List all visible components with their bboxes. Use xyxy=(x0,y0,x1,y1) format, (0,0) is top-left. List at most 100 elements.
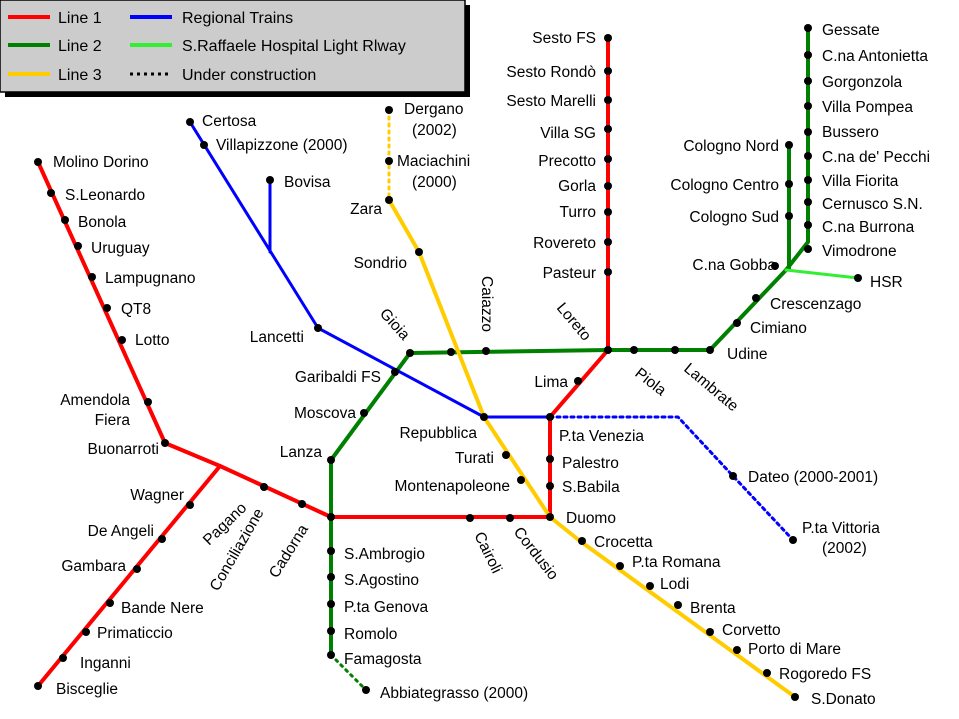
station-dot[interactable] xyxy=(604,346,612,354)
station-dot[interactable] xyxy=(771,262,779,270)
station-label-uruguay[interactable]: Uruguay xyxy=(91,240,150,257)
station-dot[interactable] xyxy=(385,157,393,165)
station-label-gorgonzola[interactable]: Gorgonzola xyxy=(822,74,903,91)
station-label-turro[interactable]: Turro xyxy=(560,204,596,221)
station-label-brenta[interactable]: Brenta xyxy=(690,600,736,617)
station-dot[interactable] xyxy=(604,238,612,246)
station-dot[interactable] xyxy=(785,141,793,149)
station-dot[interactable] xyxy=(804,77,812,85)
station-label-piola[interactable]: Piola xyxy=(632,365,670,400)
station-label-maciachini[interactable]: Maciachini xyxy=(397,153,470,170)
station-dot[interactable] xyxy=(158,535,166,543)
station-label-wagner[interactable]: Wagner xyxy=(130,487,184,504)
station-label-caiazzo[interactable]: Caiazzo xyxy=(478,276,495,332)
station-label-cna-antonietta[interactable]: C.na Antonietta xyxy=(822,48,928,65)
station-dot[interactable] xyxy=(854,274,862,282)
station-dot[interactable] xyxy=(385,196,393,204)
station-label-sbabila[interactable]: S.Babila xyxy=(562,479,620,496)
station-label-abbiategrasso[interactable]: Abbiategrasso (2000) xyxy=(380,685,528,702)
station-label-famagosta[interactable]: Famagosta xyxy=(344,651,422,668)
station-dot[interactable] xyxy=(186,501,194,509)
station-label-dergano[interactable]: Dergano xyxy=(404,101,463,118)
station-dot[interactable] xyxy=(314,324,322,332)
station-dot[interactable] xyxy=(391,368,399,376)
station-dot[interactable] xyxy=(733,319,741,327)
station-label-lancetti[interactable]: Lancetti xyxy=(250,329,304,346)
station-dot[interactable] xyxy=(106,599,114,607)
station-label-bande-nere[interactable]: Bande Nere xyxy=(121,600,204,617)
station-label-udine[interactable]: Udine xyxy=(727,346,768,363)
station-dot[interactable] xyxy=(34,158,42,166)
station-dot[interactable] xyxy=(546,413,554,421)
station-label-vimodrone[interactable]: Vimodrone xyxy=(822,243,897,260)
station-dot[interactable] xyxy=(61,216,69,224)
station-label-cologno-centro[interactable]: Cologno Centro xyxy=(670,177,779,194)
station-label-porto-di-mare[interactable]: Porto di Mare xyxy=(748,641,841,658)
station-label-buonarroti[interactable]: Buonarroti xyxy=(87,441,159,458)
station-label-crocetta[interactable]: Crocetta xyxy=(594,534,653,551)
station-label-cna-pecchi[interactable]: C.na de' Pecchi xyxy=(822,149,930,166)
station-dot[interactable] xyxy=(517,476,525,484)
station-dot[interactable] xyxy=(706,346,714,354)
station-dot[interactable] xyxy=(385,106,393,114)
station-dot[interactable] xyxy=(59,654,67,662)
station-label-sambrogio[interactable]: S.Ambrogio xyxy=(344,546,425,563)
station-label-repubblica[interactable]: Repubblica xyxy=(399,425,477,442)
station-dot[interactable] xyxy=(360,409,368,417)
station-label-cordusio[interactable]: Cordusio xyxy=(510,524,562,583)
station-dot[interactable] xyxy=(791,693,799,701)
station-label-corvetto[interactable]: Corvetto xyxy=(722,622,781,639)
station-dot[interactable] xyxy=(546,482,554,490)
station-dot[interactable] xyxy=(327,456,335,464)
station-label-turati[interactable]: Turati xyxy=(455,450,494,467)
station-dot[interactable] xyxy=(47,189,55,197)
station-label-villa-pompea[interactable]: Villa Pompea xyxy=(822,99,913,116)
station-dot[interactable] xyxy=(82,628,90,636)
station-label-gorla[interactable]: Gorla xyxy=(558,178,596,195)
station-label-bovisa[interactable]: Bovisa xyxy=(284,174,331,191)
station-dot[interactable] xyxy=(298,500,306,508)
station-dot[interactable] xyxy=(616,562,624,570)
station-dot[interactable] xyxy=(729,472,737,480)
station-dot[interactable] xyxy=(161,439,169,447)
station-label-inganni[interactable]: Inganni xyxy=(80,655,131,672)
station-dot[interactable] xyxy=(327,513,335,521)
station-dot[interactable] xyxy=(578,537,586,545)
station-label-gioia[interactable]: Gioia xyxy=(376,305,413,344)
station-dot[interactable] xyxy=(785,212,793,220)
station-dot[interactable] xyxy=(327,651,335,659)
station-label-primaticcio[interactable]: Primaticcio xyxy=(97,625,173,642)
station-label-sagostino[interactable]: S.Agostino xyxy=(344,572,419,589)
station-dot[interactable] xyxy=(604,155,612,163)
station-label-zara[interactable]: Zara xyxy=(350,201,382,218)
station-dot[interactable] xyxy=(785,180,793,188)
station-label-sesto-marelli[interactable]: Sesto Marelli xyxy=(506,93,596,110)
station-label-cologno-nord[interactable]: Cologno Nord xyxy=(683,138,779,155)
station-label-lotto[interactable]: Lotto xyxy=(135,332,169,349)
station-dot[interactable] xyxy=(752,294,760,302)
station-label-villapizzone[interactable]: Villapizzone (2000) xyxy=(216,137,348,154)
station-dot[interactable] xyxy=(789,536,797,544)
station-dot[interactable] xyxy=(604,182,612,190)
station-dot[interactable] xyxy=(604,96,612,104)
station-dot[interactable] xyxy=(546,513,554,521)
station-label-cadorna[interactable]: Cadorna xyxy=(266,521,312,581)
station-label-crescenzago[interactable]: Crescenzago xyxy=(770,296,861,313)
station-dot[interactable] xyxy=(733,646,741,654)
station-dot[interactable] xyxy=(604,34,612,42)
station-dot[interactable] xyxy=(574,377,582,385)
station-label-amendola[interactable]: Amendola xyxy=(60,392,130,409)
station-label-pasteur[interactable]: Pasteur xyxy=(543,265,596,282)
station-label-pta-romana[interactable]: P.ta Romana xyxy=(632,554,721,571)
station-dot[interactable] xyxy=(763,669,771,677)
station-dot[interactable] xyxy=(34,682,42,690)
station-dot[interactable] xyxy=(186,118,194,126)
station-dot[interactable] xyxy=(804,24,812,32)
station-label-pta-venezia[interactable]: P.ta Venezia xyxy=(559,428,644,445)
station-dot[interactable] xyxy=(604,125,612,133)
station-dot[interactable] xyxy=(415,248,423,256)
station-dot[interactable] xyxy=(804,152,812,160)
station-label-cna-burrona[interactable]: C.na Burrona xyxy=(822,219,915,236)
station-label-pta-genova[interactable]: P.ta Genova xyxy=(344,599,429,616)
station-dot[interactable] xyxy=(260,483,268,491)
